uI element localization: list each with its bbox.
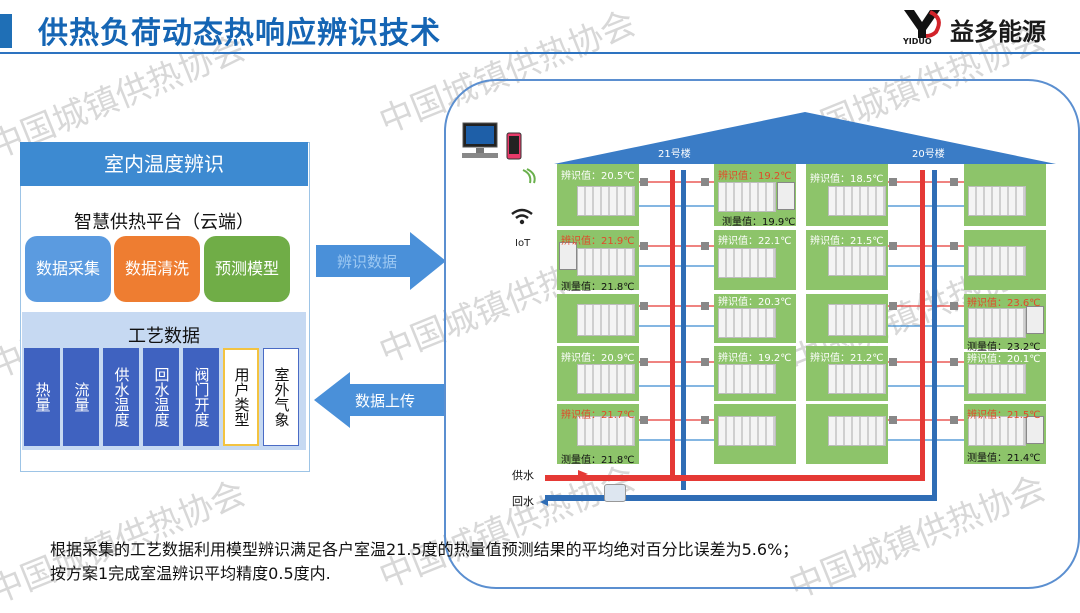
- radiator: [577, 304, 635, 336]
- radiator: [577, 248, 635, 276]
- identified-value: 辨识值：20.9℃: [561, 353, 635, 364]
- identified-value: 辨识值：20.1℃: [967, 354, 1041, 365]
- iot-label: IoT: [515, 238, 531, 249]
- radiator: [718, 364, 776, 394]
- process-item-user-type: 用户类型: [223, 348, 259, 446]
- wifi-icon: [511, 208, 533, 225]
- radiator: [968, 308, 1026, 338]
- radiator: [828, 364, 886, 394]
- signal-icon: [522, 168, 536, 184]
- process-item-return-temp: 回水温度: [143, 348, 179, 446]
- data-collection-box: 数据采集: [25, 236, 111, 302]
- process-item-supply-temp: 供水温度: [103, 348, 139, 446]
- radiator: [968, 186, 1026, 216]
- measured-value: 测量值：23.2℃: [967, 342, 1041, 353]
- identified-value: 辨识值：20.5℃: [561, 171, 635, 182]
- radiator: [718, 416, 776, 446]
- measured-value: 测量值：21.8℃: [561, 455, 635, 466]
- brand-subtitle: YIDUO: [903, 37, 932, 46]
- arrow-upload: [314, 372, 444, 428]
- measured-value: 测量值：21.8℃: [561, 282, 635, 293]
- identified-value: 辨识值：23.6℃: [967, 298, 1041, 309]
- process-data-title: 工艺数据: [128, 326, 200, 347]
- identified-value: 辨识值：20.3℃: [718, 297, 792, 308]
- measured-value: 测量值：19.9℃: [722, 217, 796, 228]
- process-item-weather: 室外气象: [263, 348, 299, 446]
- identified-value: 辨识值：22.1℃: [718, 236, 792, 247]
- thermostat-icon: [1026, 306, 1044, 334]
- radiator: [718, 308, 776, 338]
- identified-value: 辨识值：19.2℃: [718, 353, 792, 364]
- building-20-label: 20号楼: [912, 149, 945, 160]
- caption-line-1: 根据采集的工艺数据利用模型辨识满足各户室温21.5度的热量值预测结果的平均绝对百…: [50, 540, 799, 559]
- platform-title: 智慧供热平台（云端）: [74, 212, 254, 233]
- identified-value: 辨识值：19.2℃: [718, 171, 792, 182]
- brand-name: 益多能源: [950, 18, 1046, 46]
- title-accent-bar: [0, 14, 12, 48]
- radiator: [577, 364, 635, 394]
- identified-value: 辨识值：21.9℃: [561, 236, 635, 247]
- thermostat-icon: [777, 182, 795, 210]
- radiator: [828, 416, 886, 446]
- radiator: [577, 416, 635, 446]
- identified-value: 辨识值：18.5℃: [810, 174, 884, 185]
- thermostat-icon: [1026, 416, 1044, 444]
- process-item-heat: 热量: [24, 348, 60, 446]
- radiator: [968, 416, 1026, 446]
- roof: [554, 112, 1056, 164]
- building-frame: [444, 79, 1080, 589]
- identified-value: 辨识值：21.2℃: [810, 353, 884, 364]
- radiator: [828, 246, 886, 276]
- panel-heading: 室内温度辨识: [20, 142, 308, 186]
- radiator: [968, 364, 1026, 394]
- radiator: [828, 304, 886, 336]
- building-21-label: 21号楼: [658, 149, 691, 160]
- upload-label: 数据上传: [354, 392, 415, 410]
- identified-data-label: 辨识数据: [336, 253, 397, 271]
- radiator: [828, 186, 886, 216]
- title-divider: [0, 52, 1080, 54]
- process-item-valve-opening: 阀门开度: [183, 348, 219, 446]
- prediction-model-box: 预测模型: [204, 236, 290, 302]
- caption: 根据采集的工艺数据利用模型辨识满足各户室温21.5度的热量值预测结果的平均绝对百…: [50, 538, 798, 586]
- radiator: [718, 248, 776, 278]
- identified-value: 辨识值：21.7℃: [561, 410, 635, 421]
- phone-icon: [506, 132, 522, 160]
- radiator: [718, 182, 776, 212]
- page-title: 供热负荷动态热响应辨识技术: [38, 16, 441, 51]
- process-item-flow: 流量: [63, 348, 99, 446]
- arrow-to-building: [316, 232, 446, 290]
- identified-value: 辨识值：21.5℃: [967, 410, 1041, 421]
- caption-line-2: 按方案1完成室温辨识平均精度0.5度内.: [50, 564, 331, 583]
- supply-label: 供水: [512, 469, 534, 482]
- radiator: [577, 186, 635, 216]
- data-cleaning-box: 数据清洗: [114, 236, 200, 302]
- computer-icon: [462, 122, 498, 158]
- brand-logo-icon: [904, 10, 941, 38]
- identified-value: 辨识值：21.5℃: [810, 236, 884, 247]
- return-label: 回水: [512, 495, 534, 508]
- radiator: [968, 246, 1026, 276]
- heat-meter-icon: [604, 484, 626, 502]
- thermostat-icon: [559, 242, 577, 270]
- measured-value: 测量值：21.4℃: [967, 453, 1041, 464]
